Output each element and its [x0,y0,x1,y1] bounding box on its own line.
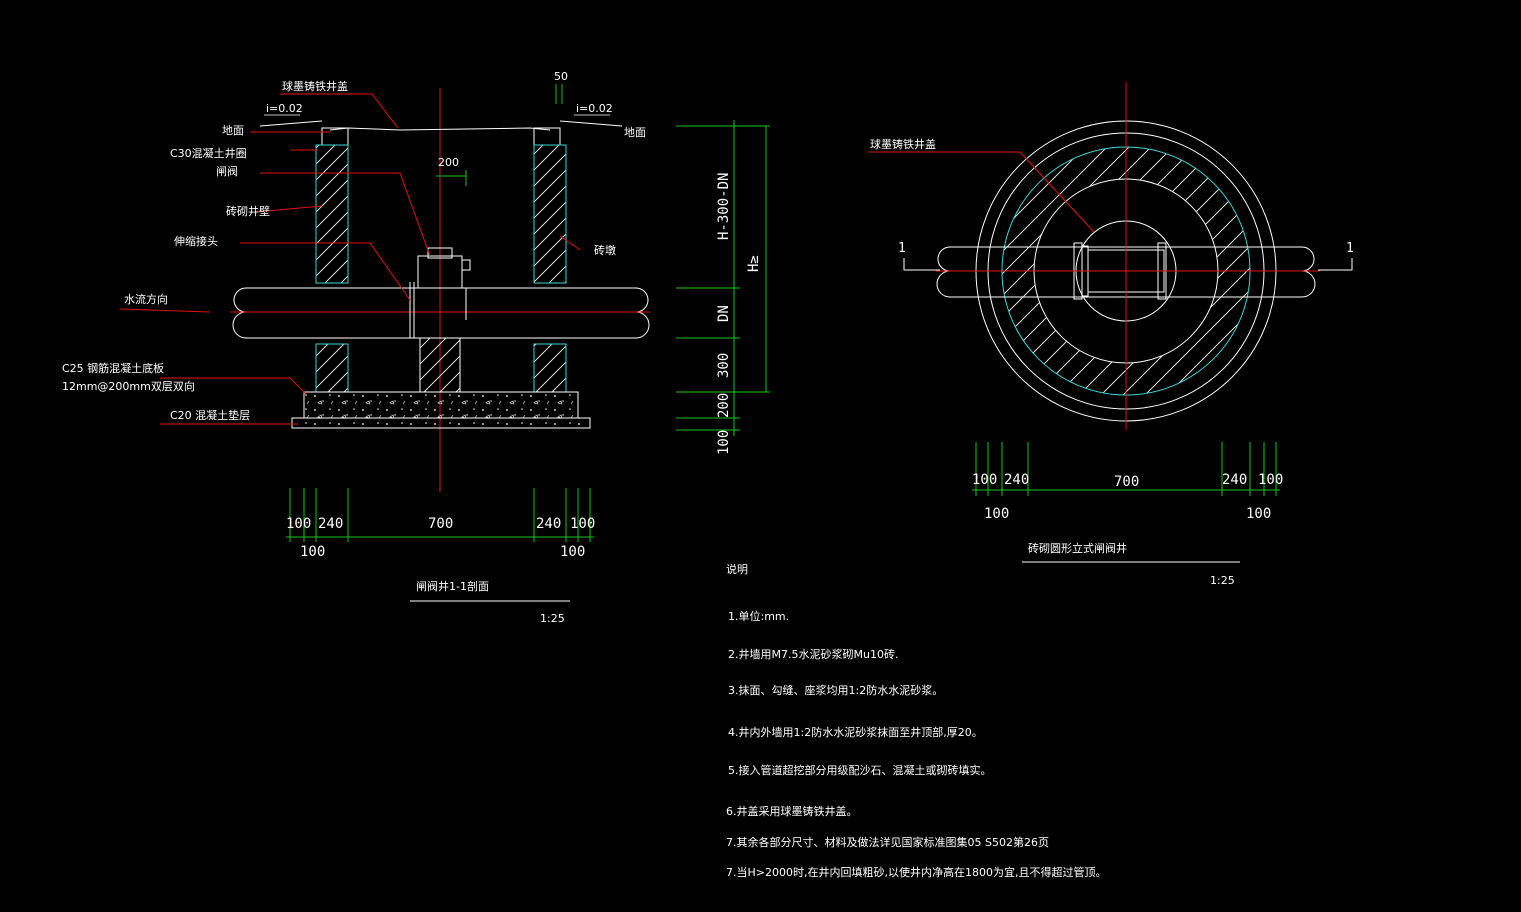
note-6: 6.井盖采用球墨铸铁井盖。 [726,804,858,818]
hdim-100-b: 100 [570,516,595,532]
label-ground-left: 地面 [222,124,244,137]
label-cover: 球墨铸铁井盖 [282,79,348,93]
pipe-lower [232,311,650,339]
note-8: 7.当H>2000时,在井内回填粗砂,以使井内净高在1800为宜,且不得超过管顶… [726,865,1106,879]
hdim-100-d: 100 [560,544,585,560]
section-title: 闸阀井1-1剖面 [416,579,489,593]
plan-title: 砖砌圆形立式闸阀井 [1028,541,1127,555]
plan-hdim-100-c: 100 [984,506,1009,522]
plan-hdim-240-a: 240 [1004,472,1029,488]
vdim-h300dn: H-300-DN [716,173,732,240]
note-4: 4.井内外墙用1:2防水水泥砂浆抹面至井顶部,厚20。 [728,725,983,739]
hdim-240-a: 240 [318,516,343,532]
plan-pipe-lower [936,270,1316,298]
label-ring: C30混凝土井圈 [170,146,247,160]
label-slope-left: i=0.02 [266,102,303,115]
section-view: 球墨铸铁井盖 i=0.02 i=0.02 50 地面 地面 C30混凝土井圈 闸… [62,70,770,625]
note-2: 2.井墙用M7.5水泥砂浆砌Mu10砖. [728,647,898,661]
section-leaders [119,93,581,425]
pier [419,337,461,393]
cut-marker-left [903,258,940,271]
notes-heading: 说明 [726,562,748,576]
label-slab-rebar: 12mm@200mm双层双向 [62,379,195,393]
wall-right-upper [533,144,567,284]
label-wall: 砖砌井壁 [226,204,270,218]
plan-scale: 1:25 [1210,574,1235,587]
vdim-300: 300 [716,353,732,378]
label-slope-right: i=0.02 [576,102,613,115]
wall-right-lower [533,343,567,393]
wall-left-lower [315,343,349,393]
vdim-200: 200 [716,393,732,418]
note-3: 3.抹面、勾缝、座浆均用1:2防水水泥砂浆。 [728,683,943,697]
plan-label-cover: 球墨铸铁井盖 [870,137,936,151]
ring-left [321,127,349,146]
horizontal-dimensions-plan [972,442,1280,496]
plan-hdim-700: 700 [1114,474,1139,490]
concrete-slab [303,391,579,419]
label-dim-50: 50 [554,70,568,83]
wall-left-upper [315,144,349,284]
hdim-240-b: 240 [536,516,561,532]
label-pier: 砖墩 [594,243,616,257]
vdim-h: H≥ [746,255,762,272]
label-dim-200: 200 [438,156,459,169]
note-1: 1.单位:mm. [728,609,789,623]
plan-hdim-100-b: 100 [1258,472,1283,488]
ground-line-right [559,120,623,127]
label-valve: 闸阀 [216,164,238,178]
hdim-100-c: 100 [300,544,325,560]
cut-marker-right [1318,258,1353,271]
valve-body [417,255,463,289]
vdim-dn: DN [716,305,732,322]
cut-label-right: 1 [1346,241,1354,256]
plan-hdim-100-a: 100 [972,472,997,488]
label-joint: 伸缩接头 [174,235,218,248]
label-cushion: C20 混凝土垫层 [170,408,250,422]
plan-hdim-100-d: 100 [1246,506,1271,522]
cut-label-left: 1 [898,241,906,256]
pipe-upper [233,287,649,313]
plan-view: 1 1 球墨铸铁井盖 100 240 700 240 100 100 100 砖… [868,82,1354,587]
plan-hdim-240-b: 240 [1222,472,1247,488]
hdim-100-a: 100 [286,516,311,532]
label-ground-right: 地面 [624,126,646,139]
label-slab: C25 钢筋混凝土底板 [62,361,164,375]
horizontal-dimensions-section [286,488,594,542]
vertical-dimensions [676,120,770,436]
note-7: 7.其余各部分尺寸、材料及做法详见国家标准图集05 S502第26页 [726,835,1049,849]
ground-line-left [259,120,323,127]
manhole-cover [329,127,551,131]
concrete-cushion [291,417,591,429]
note-5: 5.接入管道超挖部分用级配沙石、混凝土或砌砖填实。 [728,763,992,777]
vdim-100: 100 [716,430,732,455]
label-flow: 水流方向 [124,292,168,306]
section-scale: 1:25 [540,612,565,625]
hdim-700: 700 [428,516,453,532]
notes-block: 说明 1.单位:mm. 2.井墙用M7.5水泥砂浆砌Mu10砖. 3.抹面、勾缝… [726,562,1106,879]
ring-right [533,127,561,146]
